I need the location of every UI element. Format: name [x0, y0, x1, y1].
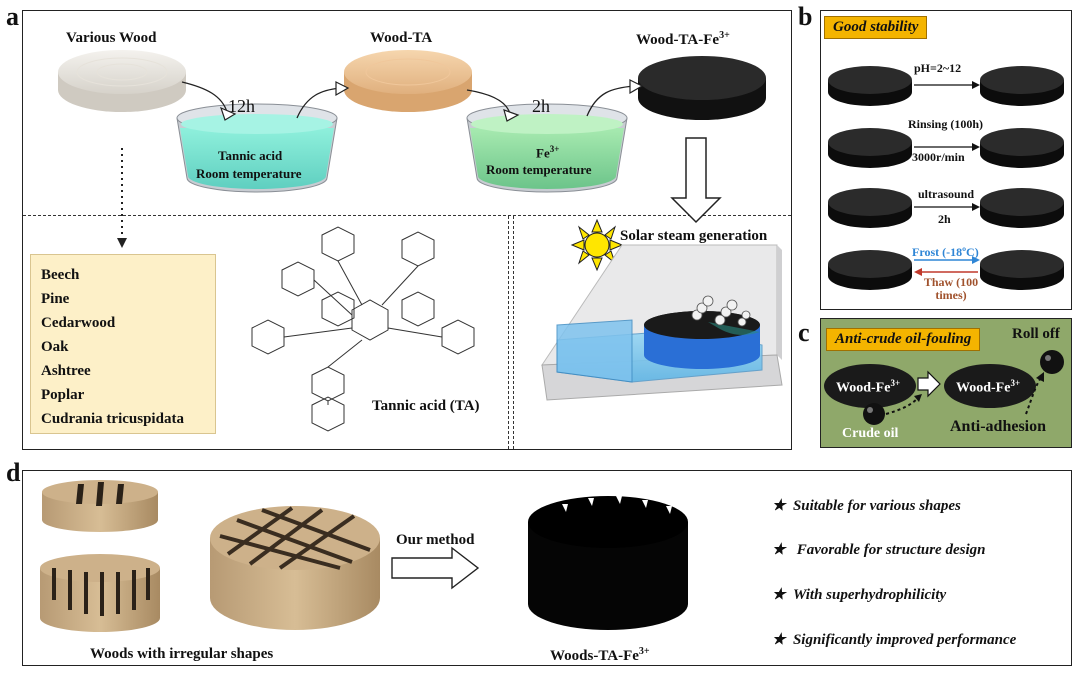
stability-thaw-label: Thaw (100 times): [923, 275, 979, 302]
stability-row-3-bottom: 2h: [938, 212, 951, 226]
feature-item: ★ Favorable for structure design: [772, 542, 986, 558]
stability-row-3-top: ultrasound: [918, 187, 975, 201]
panel-letter-c: c: [798, 318, 810, 347]
stability-row-2-top: Rinsing (100h): [908, 117, 984, 131]
wood-type-item: Cudrania tricuspidata: [41, 411, 184, 427]
stability-disc: [828, 188, 912, 228]
wood-fe-right-label: Wood-Fe3+: [956, 378, 1021, 396]
feature-item: ★ With superhydrophilicity: [772, 587, 947, 603]
stability-disc: [828, 250, 912, 290]
stability-disc: [980, 250, 1064, 290]
rolled-off-droplet: [1040, 350, 1064, 374]
panel-b-graphics: [828, 66, 1064, 290]
wood-ta-label: Wood-TA: [370, 30, 433, 46]
bath2-line2: Room temperature: [486, 162, 592, 177]
stability-disc: [828, 128, 912, 168]
wood-types-list: Beech Pine Cedarwood Oak Ashtree Poplar …: [30, 254, 216, 434]
wood-type-item: Pine: [41, 291, 70, 307]
bath1-line1: Tannic acid: [218, 148, 283, 163]
wood-type-item: Cedarwood: [41, 315, 116, 331]
wood-fe-left-label: Wood-Fe3+: [836, 378, 901, 396]
stability-disc: [980, 188, 1064, 228]
star-icon: ★: [772, 632, 786, 648]
stability-disc: [980, 128, 1064, 168]
panel-b-frame: [820, 10, 1072, 310]
fe-bath: [466, 103, 628, 193]
irregular-shapes-label: Woods with irregular shapes: [90, 646, 274, 662]
irregular-wood-slotted: [40, 554, 160, 632]
wood-fe-ellipse-right: [944, 364, 1036, 408]
panel-a-divider-v2: [513, 216, 514, 449]
process-arrows: [181, 81, 635, 119]
stability-row-1-top: pH=2~12: [914, 61, 962, 75]
sun-icon: [570, 218, 624, 272]
wood-ta-fe-label: Wood-TA-Fe3+: [636, 30, 730, 48]
wood-type-item: Ashtree: [41, 363, 91, 379]
wood-type-item: Oak: [41, 339, 69, 355]
bath1-line2: Room temperature: [196, 166, 302, 181]
hollow-down-arrow: [670, 137, 722, 224]
crude-oil-droplet: [863, 403, 885, 425]
wood-ta-fe-disc: [638, 56, 766, 120]
time-2h: 2h: [532, 96, 550, 116]
panel-a-graphics: [58, 50, 783, 432]
feature-item: ★ Significantly improved performance: [772, 632, 1017, 648]
tannic-acid-bath: [176, 103, 338, 193]
feature-item: ★ Suitable for various shapes: [772, 498, 961, 514]
panel-a-divider-h: [23, 215, 791, 216]
roll-off-label: Roll off: [1012, 326, 1060, 342]
wood-type-item: Poplar: [41, 387, 85, 403]
panel-d-graphics: [40, 480, 688, 632]
wood-ta-disc: [344, 50, 472, 112]
solar-steam-label: Solar steam generation: [620, 228, 768, 244]
tannic-acid-molecule: [251, 226, 475, 432]
woods-ta-fe-label: Woods-TA-Fe3+: [550, 646, 650, 664]
stability-disc: [828, 66, 912, 106]
anti-fouling-title: Anti-crude oil-fouling: [826, 328, 981, 351]
panel-c-graphics: [824, 350, 1064, 425]
method-arrow: [391, 546, 480, 590]
panel-letter-a: a: [6, 2, 19, 31]
time-12h: 12h: [228, 96, 255, 116]
irregular-wood-grid: [210, 506, 380, 630]
panel-a-divider-v1: [508, 216, 509, 449]
steam-puffs: [691, 295, 751, 327]
star-icon: ★: [772, 542, 786, 558]
various-wood-disc: [58, 50, 186, 112]
wood-fe-ellipse-left: [824, 364, 916, 408]
panel-d-frame: [22, 470, 1072, 666]
anti-adhesion-label: Anti-adhesion: [950, 418, 1047, 435]
various-wood-label: Various Wood: [66, 30, 157, 46]
panel-letter-b: b: [798, 2, 813, 31]
woods-ta-fe-disc: [528, 496, 688, 630]
stability-frost-label: Frost (-18ºC): [912, 245, 979, 259]
crude-oil-label: Crude oil: [842, 426, 899, 441]
stability-disc: [980, 66, 1064, 106]
transition-arrow: [917, 370, 941, 398]
wood-type-item: Beech: [41, 267, 80, 283]
irregular-wood-small: [42, 480, 158, 532]
tannic-acid-label: Tannic acid (TA): [372, 398, 480, 414]
panel-a-frame: [22, 10, 792, 450]
stability-row-2-bottom: 3000r/min: [912, 150, 965, 164]
bath2-fe: Fe3+: [536, 144, 560, 161]
star-icon: ★: [772, 587, 786, 603]
solar-steam-device: [541, 244, 783, 401]
our-method-label: Our method: [396, 532, 475, 548]
good-stability-title: Good stability: [824, 16, 928, 39]
panel-letter-d: d: [6, 458, 21, 487]
star-icon: ★: [772, 498, 786, 514]
